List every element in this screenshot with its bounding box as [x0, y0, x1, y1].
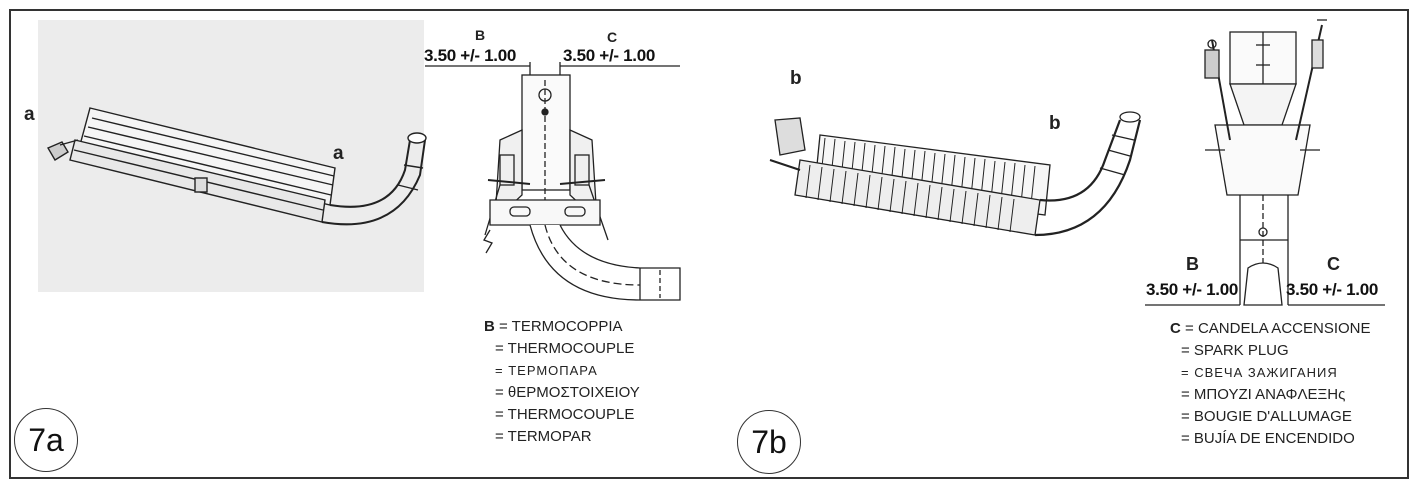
legend-line-4: = ΜΠΟΥΖΙ ΑΝΑΦΛΕΞΗς — [1181, 386, 1346, 403]
dim-b-letter-7b: B — [1186, 254, 1199, 274]
figure-label-7a: 7a — [14, 408, 78, 472]
cross-section-7a — [425, 62, 681, 301]
legend-line-3: = СВЕЧА ЗАЖИГАНИЯ — [1181, 365, 1338, 380]
legend-line-3: = ТЕРМОПАРА — [495, 363, 598, 378]
legend-row-1: B = TERMOCOPPIA — [484, 316, 640, 338]
legend-line-2: = THERMOCOUPLE — [495, 340, 635, 357]
dim-b-value-7a: 3.50 +/- 1.00 — [424, 46, 517, 65]
burner-drawing-7a — [46, 107, 427, 226]
legend-line-6: = BUJÍA DE ENCENDIDO — [1181, 430, 1355, 447]
dim-c-letter-7b: C — [1327, 254, 1340, 274]
legend-line-2: = SPARK PLUG — [1181, 342, 1289, 359]
callout-b-left: b — [790, 68, 802, 89]
figure-label-7b: 7b — [737, 410, 801, 474]
legend-line-1: = CANDELA ACCENSIONE — [1185, 320, 1371, 337]
legend-key-b: B — [484, 318, 495, 335]
dim-b-value-7b: 3.50 +/- 1.00 — [1146, 280, 1239, 299]
burner-drawing-7b — [769, 111, 1142, 237]
legend-line-6: = TERMOPAR — [495, 428, 592, 445]
callout-b-right: b — [1049, 113, 1061, 134]
dim-c-value-7b: 3.50 +/- 1.00 — [1286, 280, 1379, 299]
legend-line-5: = BOUGIE D'ALLUMAGE — [1181, 408, 1352, 425]
dim-b-letter-7a: B — [475, 27, 486, 43]
legend-line-1: = TERMOCOPPIA — [499, 318, 623, 335]
legend-line-5: = THERMOCOUPLE — [495, 406, 635, 423]
dim-c-value-7a: 3.50 +/- 1.00 — [563, 46, 656, 65]
legend-spark-plug: C = CANDELA ACCENSIONE = SPARK PLUG = СВ… — [1170, 318, 1371, 450]
legend-key-c: C — [1170, 320, 1181, 337]
callout-a-left: a — [24, 104, 35, 125]
figure-frame — [9, 9, 1409, 479]
callout-a-right: a — [333, 143, 344, 164]
legend-thermocouple: B = TERMOCOPPIA = THERMOCOUPLE = ТЕРМОПА… — [484, 316, 640, 448]
legend-line-4: = θΕΡΜΟΣΤΟΙΧΕΙΟΥ — [495, 384, 640, 401]
dim-c-letter-7a: C — [607, 29, 618, 45]
legend-row-1: C = CANDELA ACCENSIONE — [1170, 318, 1371, 340]
cross-section-7b — [1145, 19, 1385, 306]
